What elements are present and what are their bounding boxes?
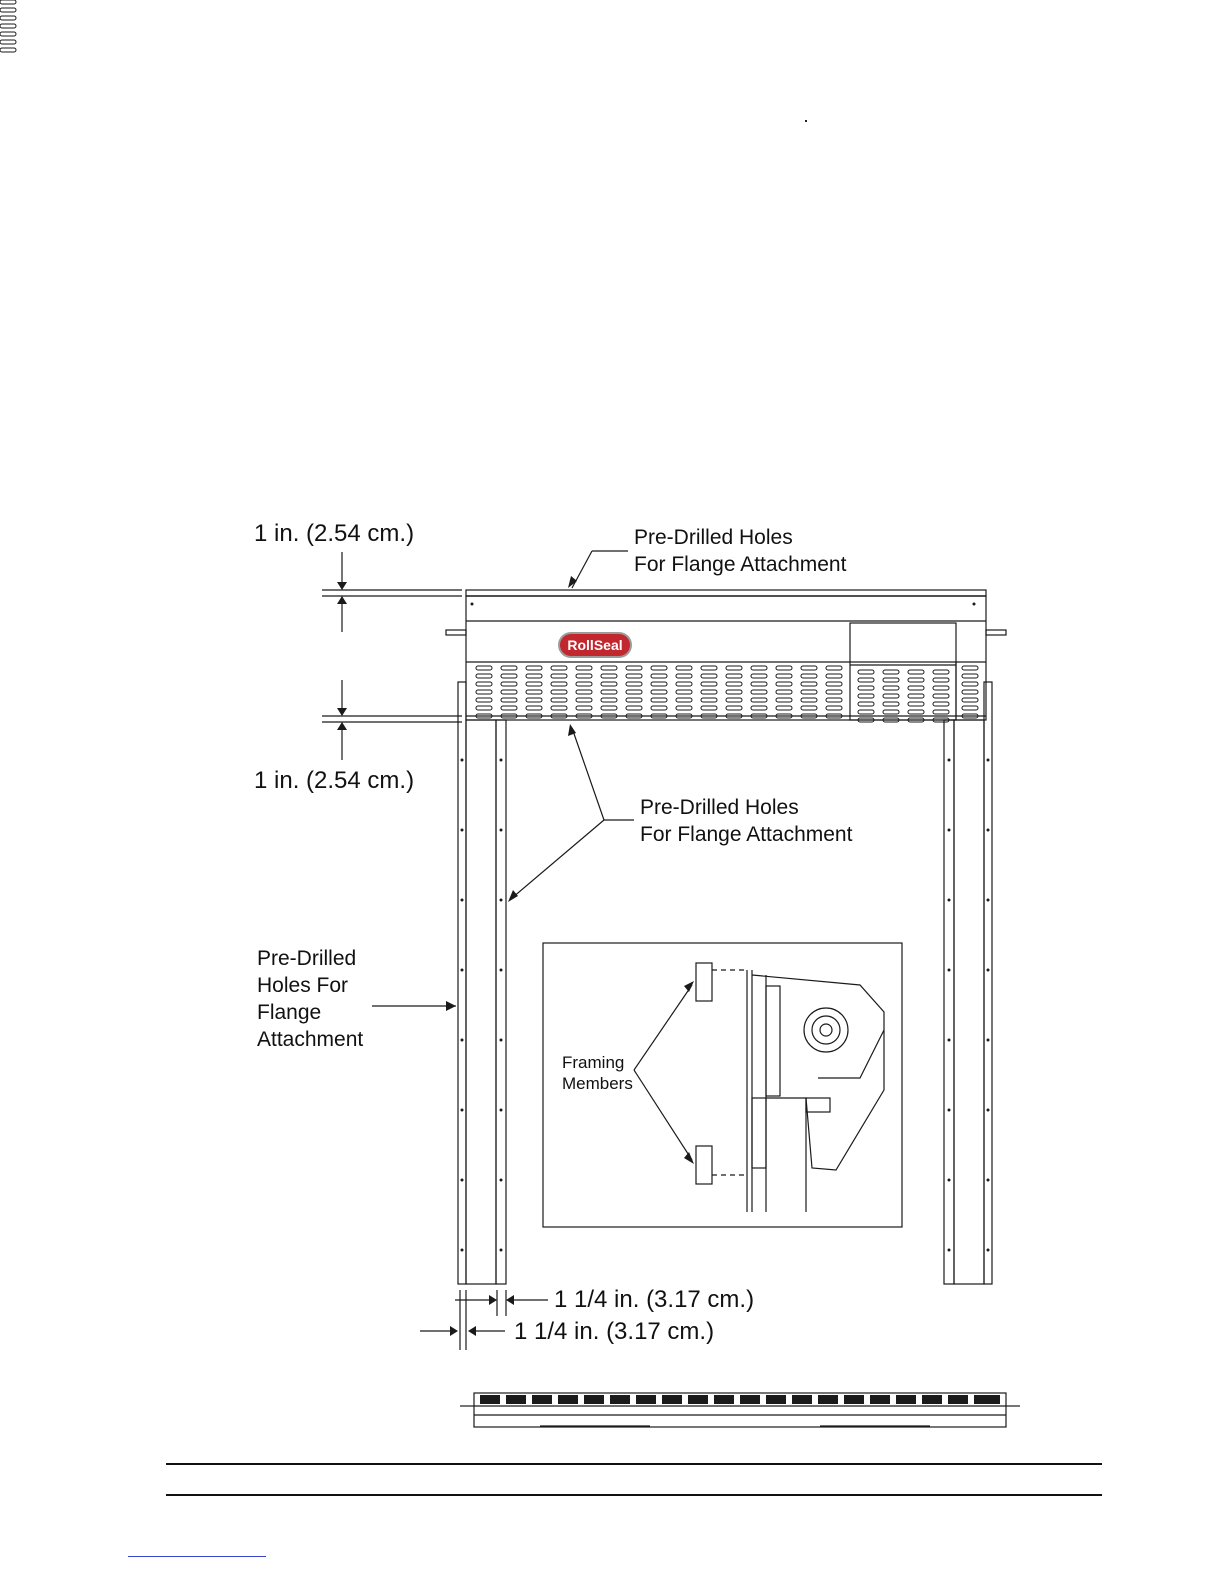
footer-rule-bottom [166, 1494, 1102, 1496]
holes-top-line2: For Flange Attachment [634, 551, 846, 578]
holes-left-line1: Pre-Drilled [257, 945, 356, 972]
framing-line2: Members [562, 1073, 633, 1094]
holes-left-line3: Flange [257, 999, 321, 1026]
dimension-top-label: 1 in. (2.54 cm.) [254, 520, 414, 548]
top-flange [466, 590, 986, 596]
left-column-inner [466, 720, 496, 1284]
holes-left-line2: Holes For [257, 972, 348, 999]
holes-mid-line1: Pre-Drilled Holes [640, 794, 799, 821]
hood-tab-left [446, 630, 466, 635]
link-underline [128, 1556, 266, 1557]
hood-tab-right [986, 630, 1006, 635]
right-column-inner [954, 720, 984, 1284]
dimension-bottom-label: 1 in. (2.54 cm.) [254, 767, 414, 795]
framing-line1: Framing [562, 1052, 624, 1073]
holes-mid-line2: For Flange Attachment [640, 821, 852, 848]
right-column-flange [944, 720, 954, 1284]
motor-cover [850, 623, 956, 720]
holes-left-line4: Attachment [257, 1026, 363, 1053]
left-column-outer [458, 682, 466, 1284]
left-column-flange [496, 720, 506, 1284]
dimension-side-2: 1 1/4 in. (3.17 cm.) [514, 1318, 714, 1346]
right-column-outer [984, 682, 992, 1284]
footer-rule-top [166, 1463, 1102, 1465]
rollseal-logo: RollSeal [560, 634, 630, 656]
holes-top-line1: Pre-Drilled Holes [634, 524, 793, 551]
dimension-side-1: 1 1/4 in. (3.17 cm.) [554, 1286, 754, 1314]
